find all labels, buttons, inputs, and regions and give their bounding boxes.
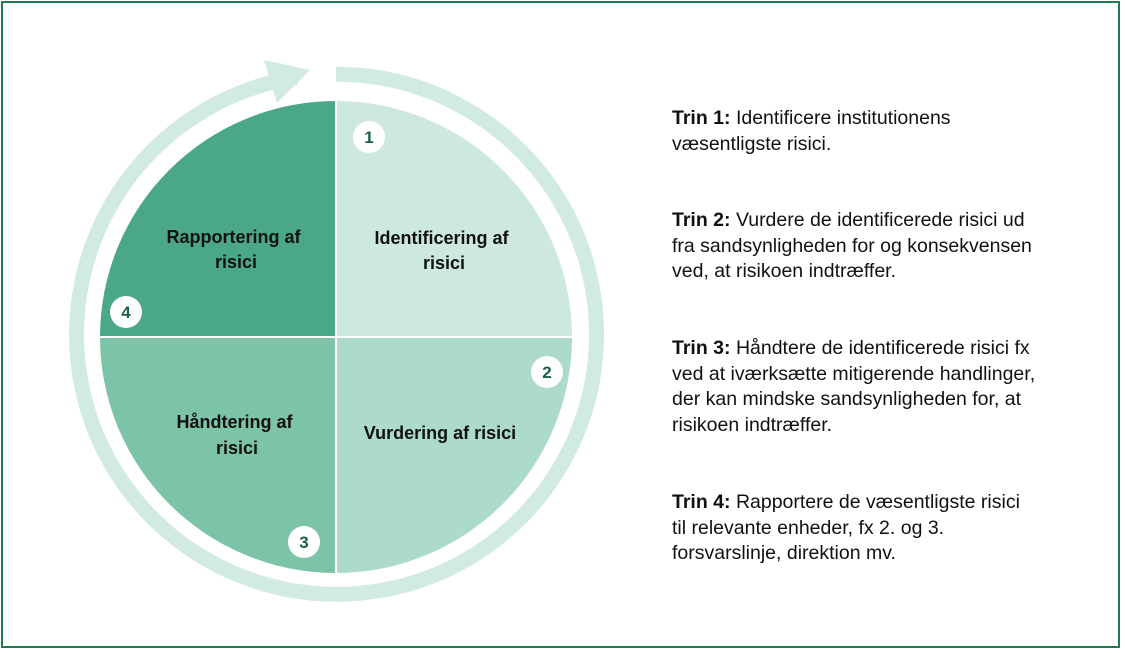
step-1-text: Identificere institutionens [735,107,951,129]
step-badge-1: 1 [353,121,385,153]
step-4-description: Trin 4: Rapportere de væsentligste risic… [672,490,1102,567]
step-3-description: Trin 3: Håndtere de identificerede risic… [672,336,1102,438]
quadrant-label-rapportering: Rapportering af risici [166,227,305,272]
step-2-text: Vurdere de identificerede risici ud [735,209,1025,231]
step-3-line: ved at iværksætte mitigerende handlinger… [672,362,1036,385]
step-1-heading: Trin 1: [672,107,731,129]
svg-text:1: 1 [364,128,373,147]
quadrant-haandtering [100,337,336,573]
step-3-line: risikoen indtræffer. [672,413,833,436]
step-4-line: forsvarslinje, direktion mv. [672,542,896,564]
quadrant-label-identificering: Identificering af risici [374,228,513,273]
svg-text:3: 3 [299,533,308,552]
step-4-text: Rapportere de væsentligste risici [735,491,1020,513]
quadrant-identificering [336,101,572,337]
cycle-arrow-head [264,60,310,103]
step-badge-3: 3 [288,526,320,558]
step-4-heading: Trin 4: [672,491,731,513]
step-3-heading: Trin 3: [672,337,731,359]
svg-text:4: 4 [121,303,131,322]
step-3-line: der kan mindske sandsynligheden for, at [672,388,1022,410]
svg-text:2: 2 [542,363,551,382]
step-2-line: fra sandsynligheden for og konsekvensen [672,234,1032,257]
step-badge-2: 2 [531,356,563,388]
step-1-description: Trin 1: Identificere institutionens væse… [672,106,1102,157]
quadrant-vurdering [336,337,572,573]
step-2-description: Trin 2: Vurdere de identificerede risici… [672,208,1102,285]
step-3-text: Håndtere de identificerede risici fx [735,337,1030,359]
step-1-line: væsentligste risici. [672,132,832,155]
risk-cycle-diagram: Identificering af risici Vurdering af ri… [69,60,604,602]
step-2-line: ved, at risikoen indtræffer. [672,260,897,282]
step-4-line: til relevante enheder, fx 2. og 3. [672,516,945,539]
cycle-ring [69,66,604,602]
quadrant-label-vurdering: Vurdering af risici [364,423,516,443]
quadrant-rapportering [100,101,336,337]
step-badge-4: 4 [110,296,142,328]
quadrant-label-haandtering: Håndtering af risici [176,412,297,458]
step-2-heading: Trin 2: [672,209,731,231]
